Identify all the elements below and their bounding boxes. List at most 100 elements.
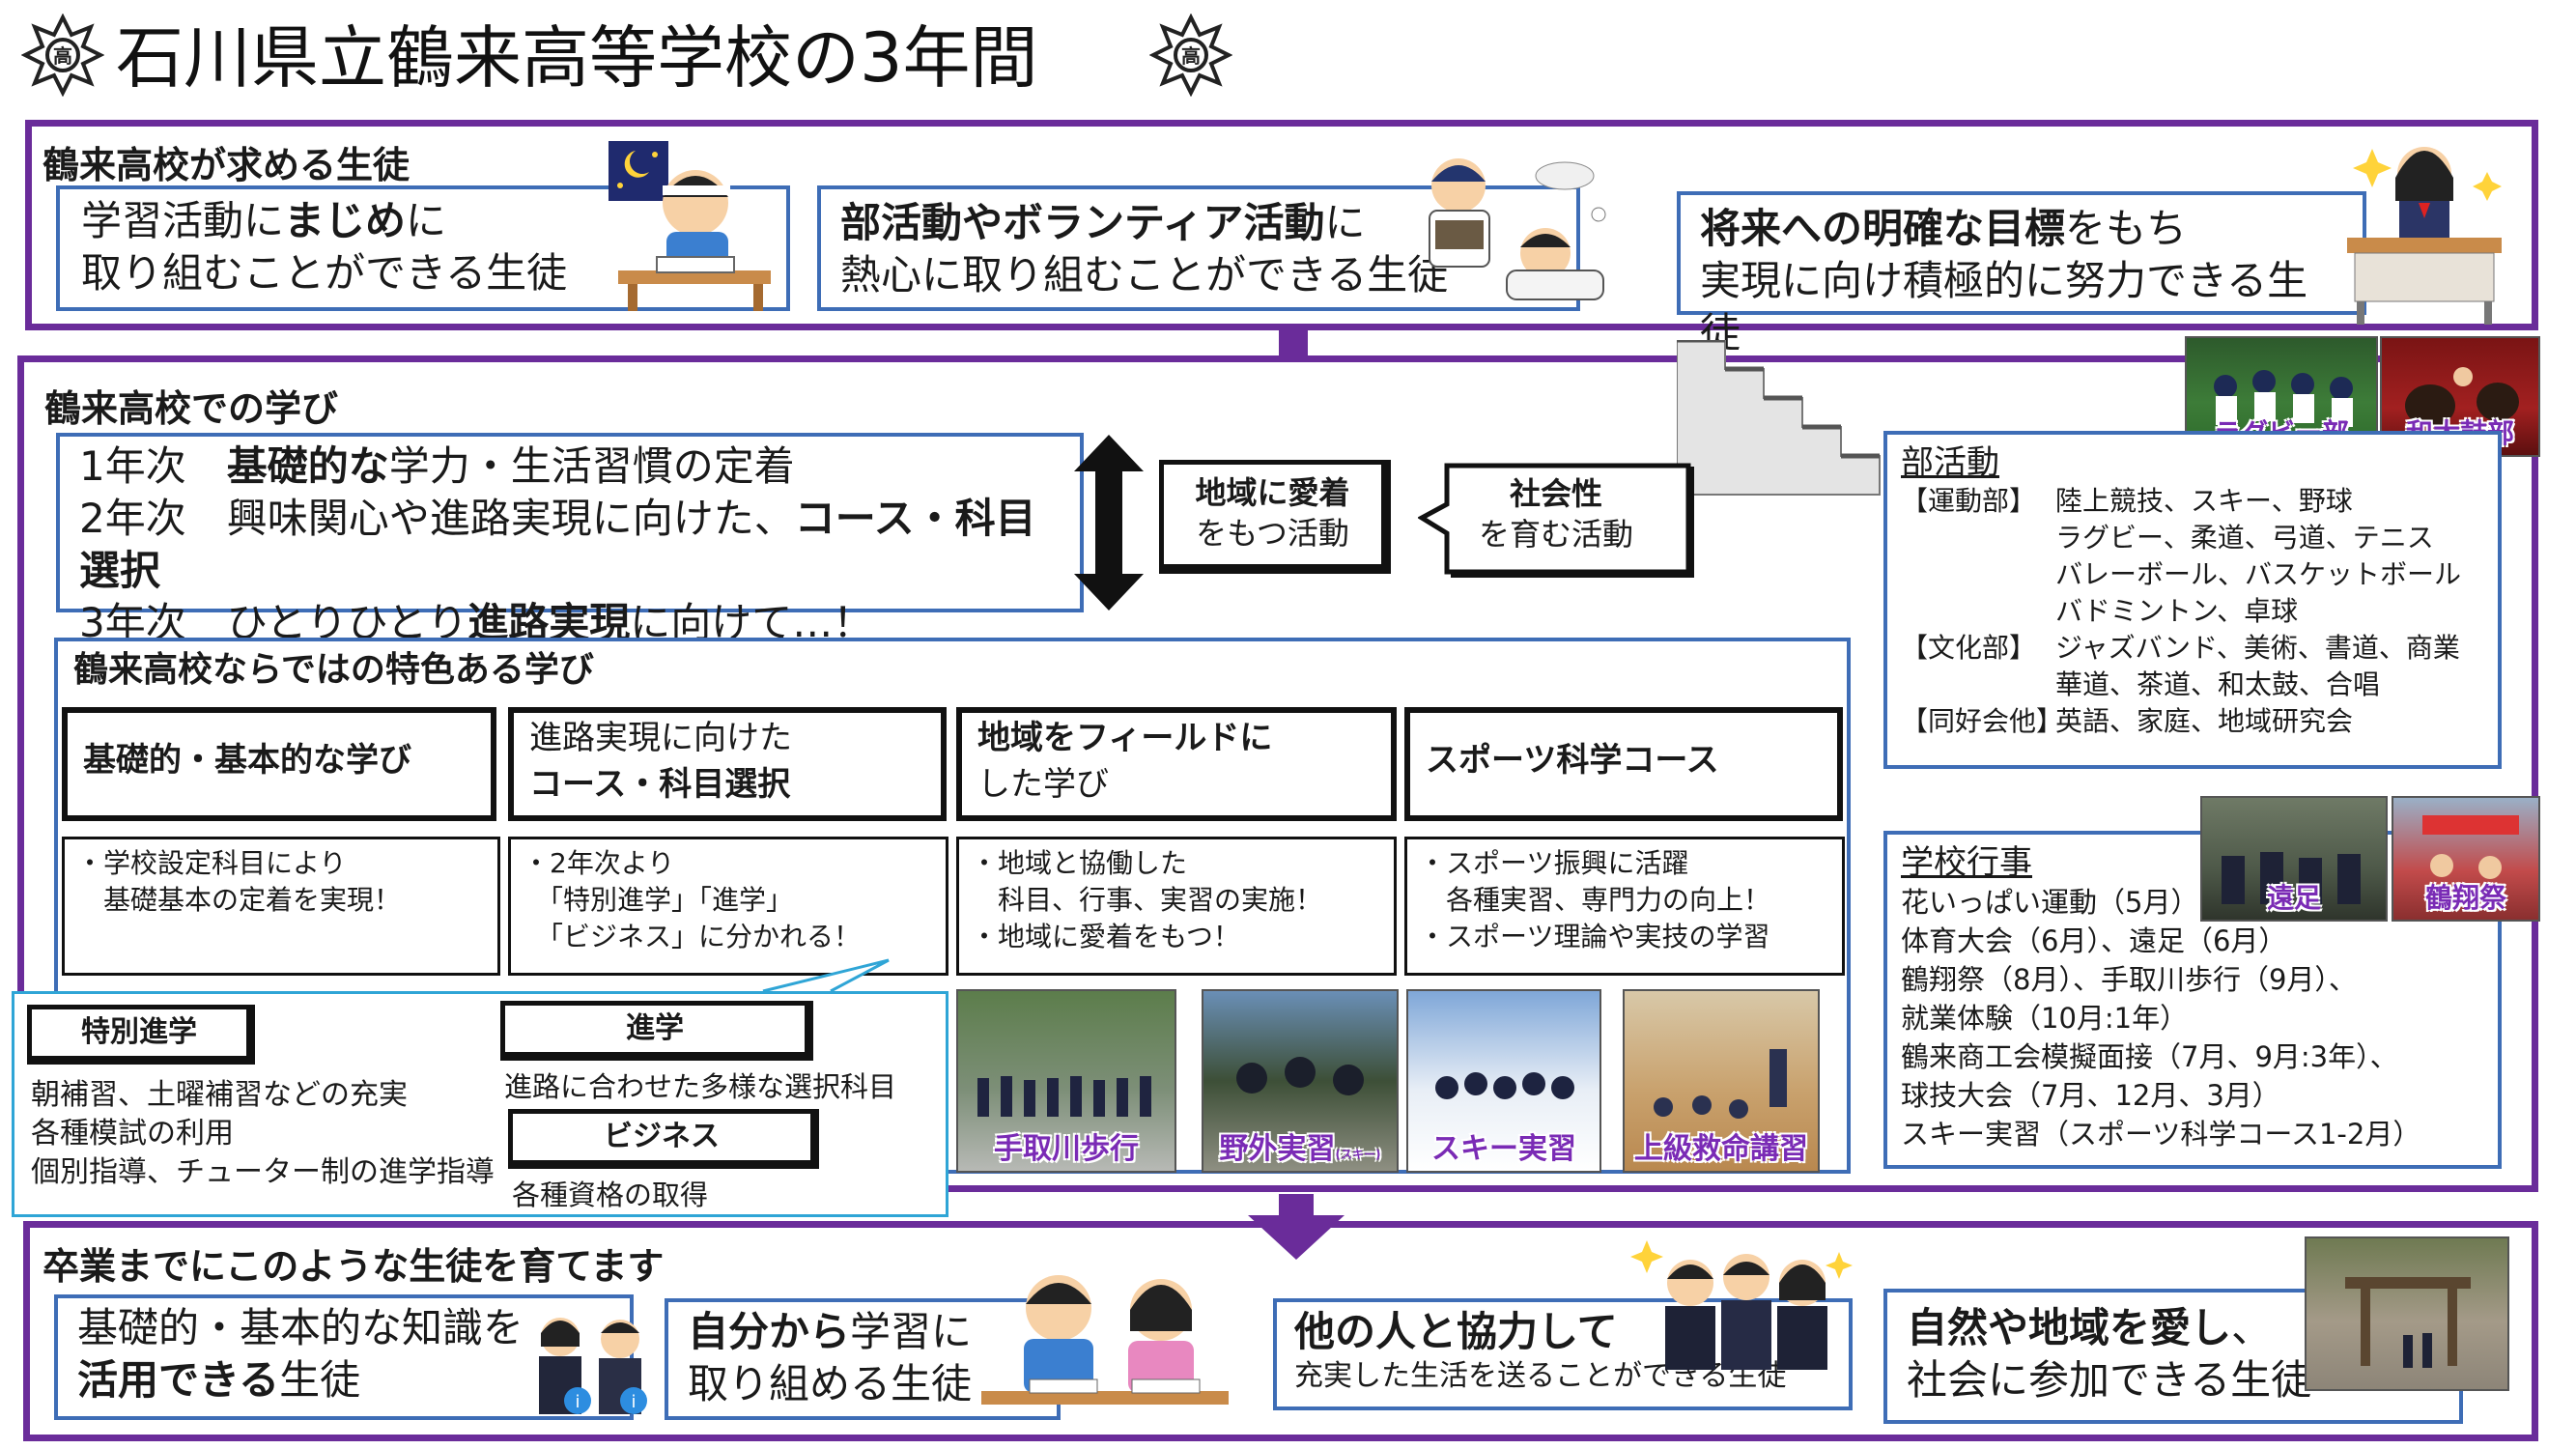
- events-item: 体育大会（6月）、遠足（6月）: [1901, 924, 2287, 957]
- club-sports-label: 【運動部】: [1901, 485, 2037, 517]
- feature-head-3: 地域をフィールドに した学び: [956, 707, 1397, 821]
- club-sports-item: バレーボール、バスケットボール: [2055, 558, 2462, 590]
- feature-body-4-line: ・スポーツ理論や実技の学習: [1419, 921, 1770, 952]
- club-sports: 【運動部】 陸上競技、スキー、野球 ラグビー、柔道、弓道、テニス バレーボール、…: [1901, 483, 2484, 630]
- feature-head-3-line1: 地域をフィールドに: [977, 719, 1273, 757]
- feature-body-1-line: ・学校設定科目により: [76, 847, 347, 879]
- feature-body-4-line: ・スポーツ振興に活躍: [1419, 847, 1689, 879]
- activity-box-1: 地域に愛着 をもつ活動: [1159, 460, 1391, 574]
- course-business-body: 各種資格の取得: [512, 1179, 709, 1211]
- feature-body-3-line: ・地域に愛着をもつ！: [971, 921, 1240, 952]
- goal-box-4-line2: 社会に参加できる生徒: [1907, 1356, 2312, 1404]
- year1-line: 1年次 基礎的な学力・生活習慣の定着: [79, 442, 795, 490]
- student-at-desk-icon: [2337, 124, 2511, 327]
- feature-body-1: ・学校設定科目により 基礎基本の定着を実現！: [62, 837, 500, 976]
- section1-heading: 鶴来高校が求める生徒: [42, 144, 410, 186]
- course-business: ビジネス: [508, 1109, 819, 1169]
- feature-head-2-line2: コース・科目選択: [529, 765, 791, 804]
- svg-text:高: 高: [53, 44, 72, 68]
- photo-excursion: 遠足: [2200, 796, 2388, 922]
- goal-box-2-line1: 自分から学習に: [688, 1308, 973, 1355]
- goal-box-1-line1: 基礎的・基本的な知識を: [77, 1304, 524, 1351]
- club-sports-item: ラグビー、柔道、弓道、テニス: [2055, 522, 2434, 554]
- events-item: 鶴翔祭（8月）、手取川歩行（9月）、: [1901, 963, 2357, 996]
- section-graduate-goals: [23, 1221, 2538, 1441]
- photo-ski-caption: スキー実習: [1431, 1132, 1576, 1166]
- baseball-players-icon: [1401, 147, 1618, 321]
- feature-head-2: 進路実現に向けた コース・科目選択: [508, 707, 947, 821]
- feature-body-1-line: 基礎基本の定着を実現！: [76, 884, 402, 916]
- photo-festival: 鶴翔祭: [2392, 796, 2540, 922]
- feature-head-1: 基礎的・基本的な学び: [62, 707, 496, 821]
- club-sports-item: 陸上競技、スキー、野球: [2055, 485, 2353, 517]
- school-crest-icon-left: 高: [20, 13, 105, 98]
- activity-box-2: 社会性 を育む活動: [1418, 462, 1694, 578]
- desired-box-2-line2: 熱心に取り組むことができる生徒: [840, 251, 1449, 298]
- feature-head-1-text: 基礎的・基本的な学び: [83, 741, 411, 780]
- svg-text:高: 高: [1181, 44, 1201, 68]
- events-list: 花いっぱい運動（5月） 体育大会（6月）、遠足（6月） 鶴翔祭（8月）、手取川歩…: [1901, 883, 2484, 1153]
- club-culture: 【文化部】 ジャズバンド、美術、書道、商業 華道、茶道、和太鼓、合唱: [1901, 630, 2484, 703]
- photo-shrine: [2305, 1236, 2509, 1391]
- photo-lifesaving-caption: 上級救命講習: [1634, 1132, 1808, 1166]
- club-sports-item: バドミントン、卓球: [2055, 595, 2299, 627]
- club-culture-item: ジャズバンド、美術、書道、商業: [2055, 632, 2460, 664]
- feature-head-4-text: スポーツ科学コース: [1426, 741, 1719, 780]
- desired-box-3-line2: 実現に向け積極的に努力できる生徒: [1700, 257, 2308, 356]
- events-item: 球技大会（7月、12月、3月）: [1901, 1079, 2280, 1112]
- activity-2-line1: 社会性: [1509, 475, 1602, 512]
- course-special: 特別進学: [27, 1005, 255, 1065]
- photo-lifesaving: 上級救命講習: [1623, 989, 1820, 1173]
- desired-box-1-line2: 取り組むことができる生徒: [81, 249, 568, 297]
- course-special-item: 個別指導、チューター制の進学指導: [31, 1155, 495, 1189]
- photo-festival-caption: 鶴翔祭: [2424, 882, 2506, 914]
- feature-body-2-line: 「ビジネス」に分かれる！: [523, 921, 862, 952]
- photo-river-walk: 手取川歩行: [956, 989, 1176, 1173]
- feature-body-3-line: ・地域と協働した: [971, 847, 1188, 879]
- section-learning: [17, 355, 2538, 1192]
- photo-river-walk-caption: 手取川歩行: [994, 1132, 1139, 1166]
- courses-callout-pointer: [762, 958, 890, 993]
- course-special-item: 朝補習、土曜補習などの充実: [31, 1078, 408, 1112]
- desired-box-1-line1: 学習活動にまじめに: [81, 197, 447, 244]
- section2-heading: 鶴来高校での学び: [44, 387, 339, 430]
- club-title: 部活動: [1901, 443, 1999, 482]
- activity-1-line1: 地域に愛着: [1195, 474, 1350, 511]
- photo-ski: スキー実習: [1406, 989, 1601, 1173]
- feature-body-4: ・スポーツ振興に活躍 各種実習、専門力の向上！ ・スポーツ理論や実技の学習: [1404, 837, 1845, 976]
- activity-2-line2: を育む活動: [1478, 516, 1633, 553]
- desired-box-3: 将来への明確な目標をもち 実現に向け積極的に努力できる生徒: [1677, 191, 2366, 356]
- feature-head-4: スポーツ科学コース: [1404, 707, 1843, 821]
- business-people-icon: [1623, 1233, 1864, 1376]
- events-item: 鶴来商工会模擬面接（7月、9月:3年）、: [1901, 1040, 2398, 1073]
- svg-text:i: i: [575, 1392, 580, 1412]
- feature-body-2: ・2年次より 「特別進学」「進学」 「ビジネス」に分かれる！: [508, 837, 948, 976]
- course-special-item: 各種模試の利用: [31, 1117, 234, 1151]
- club-box: 部活動 【運動部】 陸上競技、スキー、野球 ラグビー、柔道、弓道、テニス バレー…: [1883, 431, 2502, 769]
- year2-line: 2年次 興味関心や進路実現に向けた、コース・科目選択: [79, 495, 1036, 594]
- section3-heading: 卒業までにこのような生徒を育てます: [42, 1245, 665, 1288]
- goal-box-3: 他の人と協力して 充実した生活を送ることができる生徒: [1273, 1298, 1853, 1410]
- feature-body-4-line: 各種実習、専門力の向上！: [1419, 884, 1771, 916]
- club-hobby-items: 英語、家庭、地域研究会: [2055, 705, 2354, 737]
- svg-text:i: i: [631, 1392, 636, 1412]
- events-title: 学校行事: [1901, 843, 2032, 882]
- feature-body-3: ・地域と協働した 科目、行事、実習の実施！ ・地域に愛着をもつ！: [956, 837, 1397, 976]
- teachers-icon: i i: [520, 1304, 665, 1426]
- photo-outdoor-caption: 野外実習(スキー): [1219, 1132, 1381, 1166]
- course-special-body: 朝補習、土曜補習などの充実 各種模試の利用 個別指導、チューター制の進学指導: [31, 1076, 495, 1192]
- goal-box-2-line2: 取り組める生徒: [688, 1360, 973, 1407]
- connector-bar: [1279, 330, 1308, 359]
- page-title: 石川県立鶴来高等学校の3年間: [116, 18, 1038, 98]
- feature-body-2-line: ・2年次より: [523, 847, 675, 879]
- club-culture-item: 華道、茶道、和太鼓、合唱: [2055, 668, 2381, 700]
- stairs-icon: [1676, 337, 1883, 497]
- double-arrow-icon: [1072, 433, 1146, 612]
- photo-outdoor: 野外実習(スキー): [1202, 989, 1399, 1173]
- club-culture-label: 【文化部】: [1901, 632, 2037, 664]
- goal-box-1-line2: 活用できる生徒: [77, 1356, 361, 1404]
- feature-body-2-line: 「特別進学」「進学」: [523, 884, 794, 916]
- goal-box-4-line1: 自然や地域を愛し、: [1907, 1304, 2273, 1351]
- studying-student-icon: [599, 135, 773, 314]
- events-item: スキー実習（スポーツ科学コース1-2月）: [1901, 1118, 2421, 1151]
